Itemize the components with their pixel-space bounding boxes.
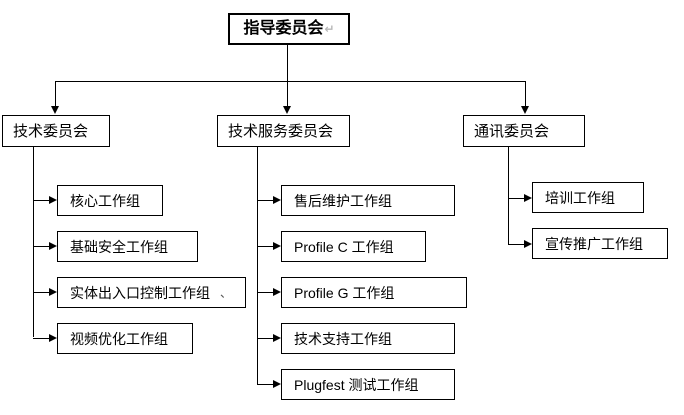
node-video-optimization-wg[interactable]: 视频优化工作组 bbox=[57, 323, 193, 354]
connector-trunk-tech-committee bbox=[33, 147, 34, 337]
arrowhead-right-tech-support-wg bbox=[273, 334, 281, 342]
node-label: 技术服务委员会 bbox=[228, 122, 334, 140]
node-label: 宣传推广工作组 bbox=[545, 235, 643, 252]
arrowhead-right-profile-c-wg bbox=[273, 242, 281, 250]
node-label: Plugfest 测试工作组 bbox=[294, 376, 419, 393]
node-tech-service-committee[interactable]: 技术服务委员会 bbox=[217, 115, 350, 147]
connector-rung-promotion-wg bbox=[508, 244, 525, 245]
node-label: 视频优化工作组 bbox=[70, 330, 168, 347]
node-steering-committee[interactable]: 指导委员会↵ bbox=[228, 13, 350, 45]
connector-rung-core-wg bbox=[33, 200, 50, 201]
node-core-wg[interactable]: 核心工作组 bbox=[57, 185, 163, 216]
node-label: 售后维护工作组 bbox=[294, 192, 392, 209]
connector-rung-after-sales-wg bbox=[257, 200, 274, 201]
node-label: 培训工作组 bbox=[545, 189, 615, 206]
arrowhead-right-after-sales-wg bbox=[273, 196, 281, 204]
node-plugfest-test-wg[interactable]: Plugfest 测试工作组 bbox=[281, 369, 455, 400]
arrowhead-down-center bbox=[283, 106, 291, 114]
connector-rung-basic-security-wg bbox=[33, 246, 50, 247]
arrowhead-right-promotion-wg bbox=[524, 240, 532, 248]
connector-rung-training-wg bbox=[508, 198, 525, 199]
pilcrow-icon: ↵ bbox=[324, 22, 335, 36]
node-tech-committee[interactable]: 技术委员会 bbox=[2, 115, 110, 147]
arrowhead-right-basic-security-wg bbox=[49, 242, 57, 250]
node-label: 核心工作组 bbox=[70, 192, 140, 209]
node-label: Profile C 工作组 bbox=[294, 238, 394, 255]
arrowhead-down-left bbox=[51, 106, 59, 114]
connector-trunk-tech-service-committee bbox=[257, 147, 258, 385]
connector-rung-physical-access-wg bbox=[33, 292, 50, 293]
arrowhead-right-profile-g-wg bbox=[273, 288, 281, 296]
arrowhead-right-video-optimization-wg bbox=[49, 334, 57, 342]
node-label: 技术委员会 bbox=[13, 122, 89, 140]
arrowhead-right-physical-access-wg bbox=[49, 288, 57, 296]
connector-drop-center bbox=[287, 81, 288, 108]
node-label: 实体出入口控制工作组 bbox=[70, 284, 210, 301]
node-tech-support-wg[interactable]: 技术支持工作组 bbox=[281, 323, 455, 354]
arrowhead-down-right bbox=[521, 106, 529, 114]
connector-drop-right bbox=[525, 81, 526, 108]
node-label: 通讯委员会 bbox=[474, 122, 550, 140]
node-after-sales-maintenance-wg[interactable]: 售后维护工作组 bbox=[281, 185, 455, 216]
node-training-wg[interactable]: 培训工作组 bbox=[532, 182, 644, 213]
connector-level2-bus bbox=[55, 81, 526, 82]
arrowhead-right-training-wg bbox=[524, 194, 532, 202]
connector-rung-profile-g-wg bbox=[257, 292, 274, 293]
node-profile-g-wg[interactable]: Profile G 工作组 bbox=[281, 277, 467, 308]
node-label: Profile G 工作组 bbox=[294, 284, 395, 301]
node-label: 指导委员会 bbox=[243, 20, 324, 37]
arrowhead-right-core-wg bbox=[49, 196, 57, 204]
connector-drop-left bbox=[55, 81, 56, 108]
node-physical-access-control-wg[interactable]: 实体出入口控制工作组、 bbox=[57, 277, 246, 308]
connector-root-stem bbox=[287, 45, 288, 81]
arrowhead-right-plugfest-wg bbox=[273, 380, 281, 388]
node-label: 基础安全工作组 bbox=[70, 238, 168, 255]
connector-trunk-communication-committee bbox=[508, 147, 509, 244]
node-profile-c-wg[interactable]: Profile C 工作组 bbox=[281, 231, 426, 262]
node-basic-security-wg[interactable]: 基础安全工作组 bbox=[57, 231, 198, 262]
node-communication-committee[interactable]: 通讯委员会 bbox=[463, 115, 585, 147]
connector-rung-profile-c-wg bbox=[257, 246, 274, 247]
connector-rung-plugfest-wg bbox=[257, 384, 274, 385]
node-promotion-wg[interactable]: 宣传推广工作组 bbox=[532, 228, 668, 259]
connector-rung-tech-support-wg bbox=[257, 338, 274, 339]
trailing-mark-icon: 、 bbox=[220, 285, 233, 300]
connector-rung-video-optimization-wg bbox=[33, 338, 50, 339]
node-label: 技术支持工作组 bbox=[294, 330, 392, 347]
